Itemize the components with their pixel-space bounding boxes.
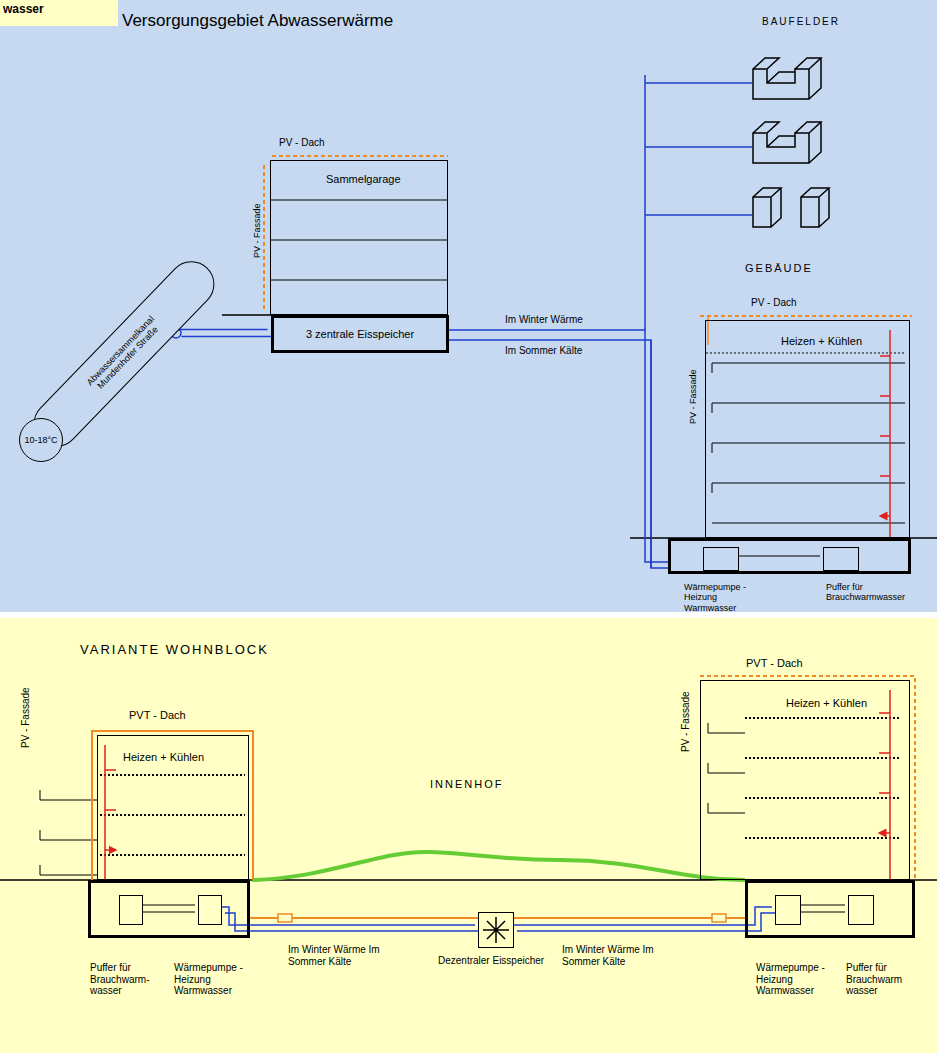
pipe-connector: [511, 907, 778, 931]
building-details-top: [630, 316, 937, 556]
pipe-connector: [449, 340, 668, 568]
cellar-box: Wärmepumpe - Heizung Warmwasser Puffer fü…: [668, 538, 911, 574]
cellar-box: Wärmepumpe - Heizung Warmwasser Puffer fü…: [745, 880, 915, 938]
edge-label: Im Winter Wärme Im Sommer Kälte: [288, 944, 384, 967]
edge-label: Im Winter Wärme Im Sommer Kälte: [562, 944, 658, 967]
pipe-line: [449, 340, 668, 568]
pipe-line: [517, 913, 778, 931]
node-text: PV - Dach: [279, 137, 325, 149]
text-label: PV - Fassade: [688, 369, 698, 424]
node-text: Dezentraler Eisspeicher: [438, 955, 544, 967]
pipe-line: [225, 913, 481, 931]
node-text: Heizen + Kühlen: [786, 697, 867, 710]
pipe-connector: [219, 907, 481, 931]
cellar-box: Puffer für Brauchwarm- wasser Wärmepumpe …: [88, 880, 250, 938]
building: PV - DachHeizen + Kühlen: [705, 320, 910, 538]
baufelder-blocks: [753, 58, 829, 227]
text-label: INNENHOF: [430, 778, 503, 791]
star-symbol: [479, 913, 513, 947]
edge-label: Im Sommer Kälte: [505, 345, 582, 357]
buffer-tank-box: Puffer für Brauchwarmwasser: [823, 547, 859, 571]
heat-pump-box: Wärmepumpe - Heizung Warmwasser: [775, 895, 801, 925]
text-label: BAUFELDER: [762, 16, 840, 28]
text-label: PV - Fassade: [20, 687, 32, 748]
garage-building: PV - DachSammelgarage: [270, 160, 448, 315]
pipe-line: [449, 330, 668, 562]
heat-pump-box: Wärmepumpe - Heizung Warmwasser: [703, 547, 739, 571]
garage-details: [171, 156, 448, 338]
buffer-tank-box: Puffer für Brauchwarm- wasser: [119, 895, 143, 925]
diagram-title: Versorgungsgebiet Abwasserwärme: [122, 11, 393, 31]
edge-label: Im Winter Wärme: [505, 314, 583, 326]
node-text: 10-18°C: [24, 435, 57, 445]
pipe-line: [219, 907, 475, 925]
block-right-details: [700, 676, 915, 912]
node-text: Wärmepumpe - Heizung Warmwasser: [174, 962, 246, 997]
sewer-section: 10-18°C: [19, 418, 63, 462]
ice-storage-box: Dezentraler Eisspeicher: [478, 912, 514, 948]
text-label: GEBÄUDE: [745, 262, 813, 275]
pipe-line: [175, 329, 268, 331]
residential-building: PVT - DachHeizen + Kühlen: [97, 735, 249, 880]
heat-pump-box: Wärmepumpe - Heizung Warmwasser: [198, 895, 222, 925]
text-label: VARIANTE WOHNBLOCK: [80, 643, 269, 658]
node-text: Wärmepumpe - Heizung Warmwasser: [684, 582, 754, 613]
node-text: PV - Dach: [751, 297, 797, 309]
pipe-line: [511, 907, 772, 925]
pipe-line: [182, 336, 275, 338]
node-text: wasser: [3, 3, 44, 17]
text-label: PV - Fassade: [680, 691, 692, 752]
courtyard-ground: [0, 852, 937, 880]
node-text: Wärmepumpe - Heizung Warmwasser: [756, 962, 828, 997]
title-tab: wasser: [0, 0, 118, 26]
district-network: [645, 75, 752, 568]
node-text: Puffer für Brauchwarm wasser: [846, 962, 908, 997]
buffer-tank-box: Puffer für Brauchwarm wasser: [848, 895, 874, 925]
text-label: PV - Fassade: [252, 203, 262, 258]
node-text: Sammelgarage: [326, 173, 401, 186]
residential-building: PVT - DachHeizen + Kühlen: [700, 680, 910, 880]
node-text: Puffer für Brauchwarm- wasser: [90, 962, 156, 997]
node-text: PVT - Dach: [129, 709, 186, 722]
block-left-details: [40, 731, 253, 912]
node-text: PVT - Dach: [746, 657, 803, 670]
node-text: 3 zentrale Eisspeicher: [306, 328, 414, 341]
pipe-connector: [175, 330, 275, 337]
node-text: Heizen + Kühlen: [781, 335, 862, 348]
ice-storage-box: 3 zentrale Eisspeicher: [271, 315, 449, 353]
node-text: Abwassersammelkanal Mundenhofer Straße: [79, 308, 169, 400]
node-text: Puffer für Brauchwarmwasser: [826, 582, 912, 603]
node-text: Heizen + Kühlen: [123, 751, 204, 764]
pipe-connector: [449, 330, 668, 562]
